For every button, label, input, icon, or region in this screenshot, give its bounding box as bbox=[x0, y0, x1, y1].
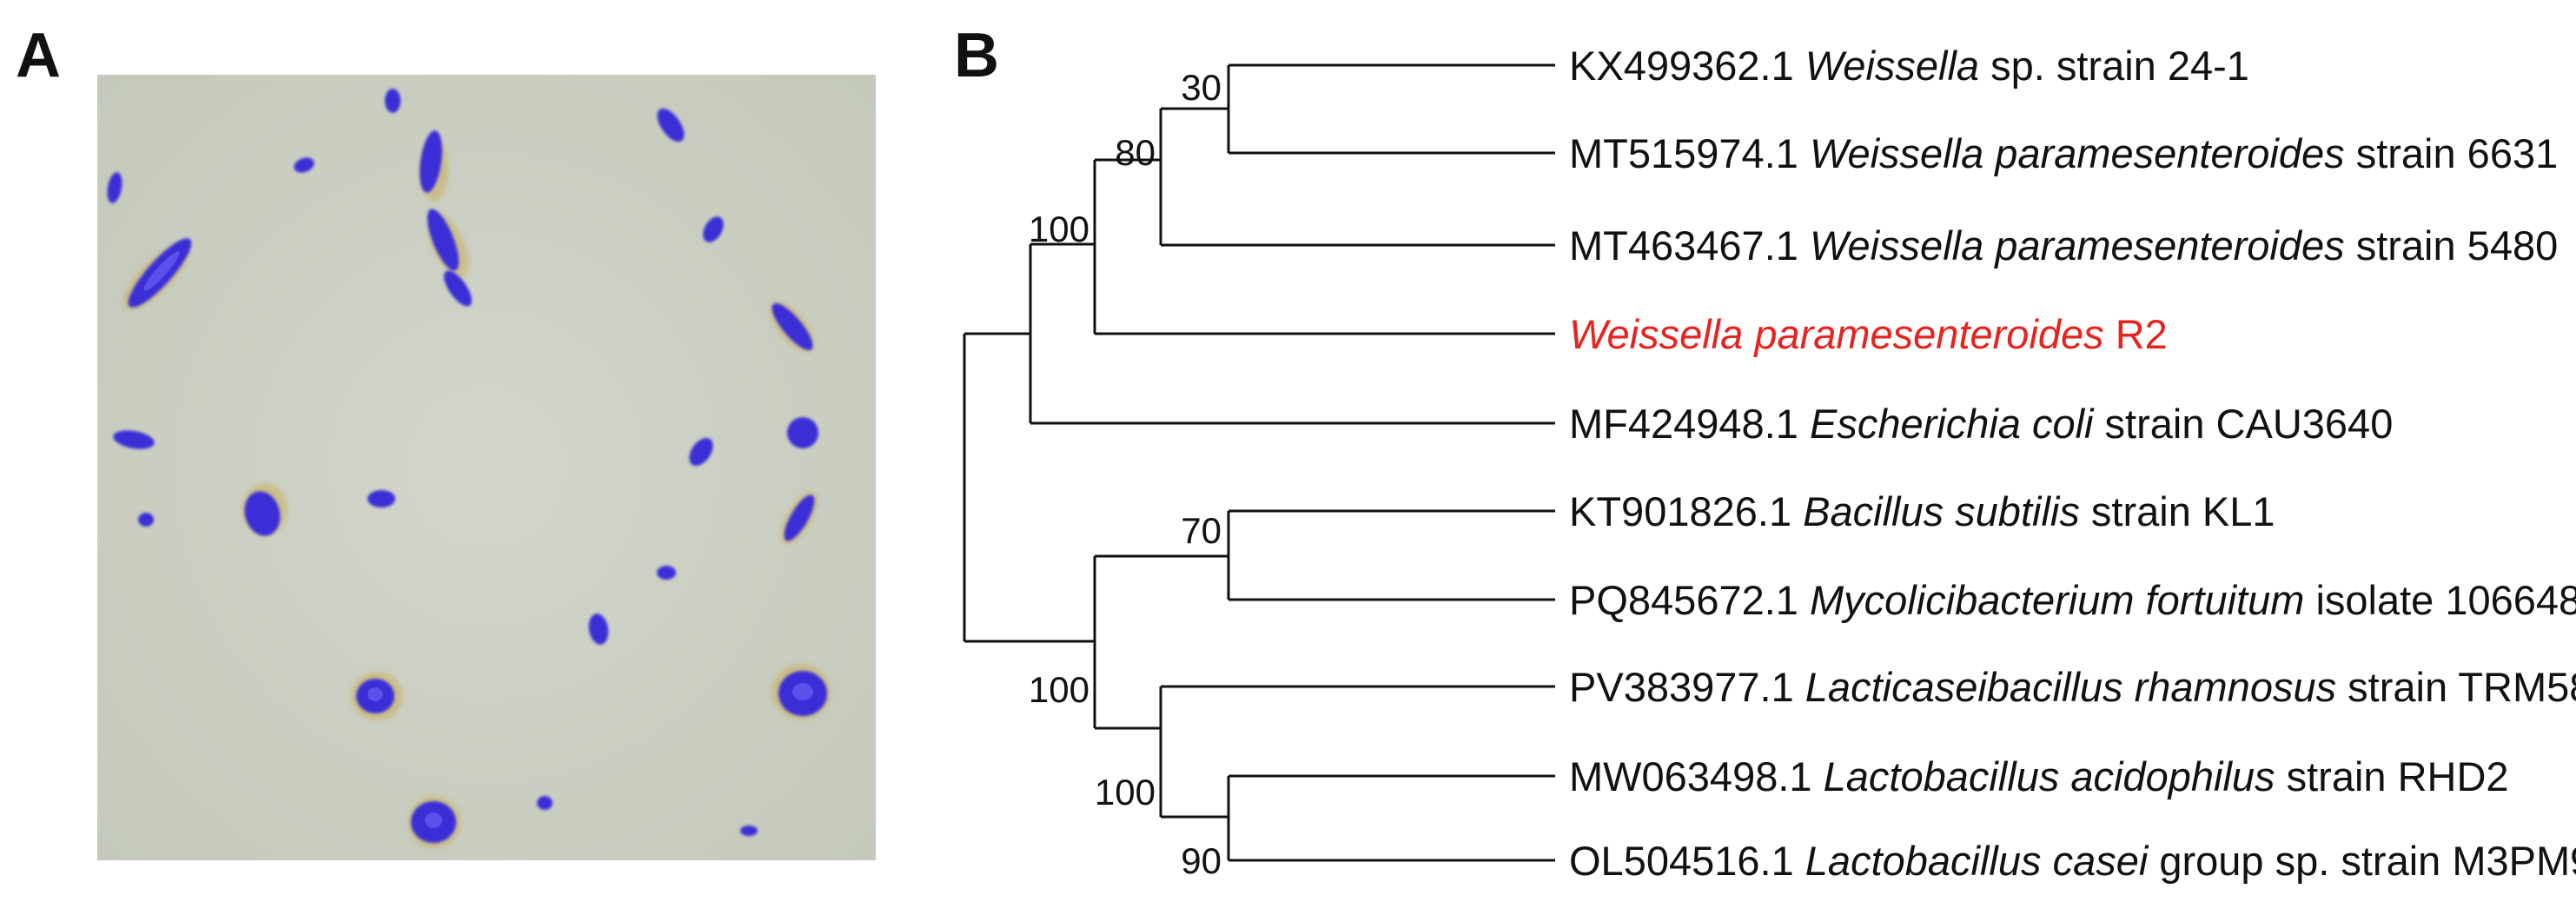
leaf-accession: MW063498.1 bbox=[1569, 753, 1812, 799]
bootstrap-label: 100 bbox=[1029, 209, 1089, 249]
leaf-strain: strain 5480 bbox=[2345, 222, 2559, 269]
leaf-label: MF424948.1 Escherichia coli strain CAU36… bbox=[1569, 401, 2393, 447]
bootstrap-values: 30 80 100 70 100 100 90 bbox=[1029, 67, 1222, 881]
leaf-strain: strain KL1 bbox=[2080, 488, 2275, 534]
leaf-accession: KX499362.1 bbox=[1569, 43, 1794, 89]
leaf-label: OL504516.1 Lactobacillus casei group sp.… bbox=[1569, 838, 2576, 884]
bacteria-cells bbox=[107, 89, 831, 848]
leaf-strain: strain CAU3640 bbox=[2094, 401, 2394, 447]
leaf-accession: PQ845672.1 bbox=[1569, 577, 1798, 623]
leaf-label: MT463467.1 Weissella paramesenteroides s… bbox=[1569, 222, 2558, 269]
bootstrap-label: 70 bbox=[1181, 510, 1222, 551]
phylogenetic-tree: 30 80 100 70 100 100 90 KX499362.1 Weiss… bbox=[963, 43, 2576, 884]
micrograph-image bbox=[97, 75, 876, 860]
leaf-strain: strain 6631 bbox=[2345, 130, 2559, 176]
leaf-species: Bacillus subtilis bbox=[1803, 488, 2080, 534]
leaf-strain: group sp. strain M3PM99 bbox=[2148, 838, 2576, 884]
leaf-species: Weissella paramesenteroides bbox=[1810, 130, 2345, 176]
leaf-labels: KX499362.1 Weissella sp. strain 24-1 MT5… bbox=[1569, 43, 2576, 884]
leaf-accession: MT515974.1 bbox=[1569, 130, 1798, 176]
leaf-species: Lacticaseibacillus rhamnosus bbox=[1805, 664, 2336, 710]
leaf-strain: R2 bbox=[2104, 311, 2168, 357]
leaf-species: Weissella paramesenteroides bbox=[1569, 311, 2104, 357]
leaf-accession: OL504516.1 bbox=[1569, 838, 1794, 884]
leaf-accession: PV383977.1 bbox=[1569, 664, 1794, 710]
panel-label-b: B bbox=[954, 21, 999, 90]
leaf-label: KX499362.1 Weissella sp. strain 24-1 bbox=[1569, 43, 2249, 89]
leaf-strain: isolate 1066485 bbox=[2304, 577, 2576, 623]
bootstrap-label: 100 bbox=[1095, 772, 1156, 813]
leaf-label: MW063498.1 Lactobacillus acidophilus str… bbox=[1569, 753, 2509, 799]
bootstrap-label: 100 bbox=[1029, 669, 1089, 710]
leaf-species: Mycolicibacterium fortuitum bbox=[1810, 577, 2304, 623]
leaf-label: MT515974.1 Weissella paramesenteroides s… bbox=[1569, 130, 2558, 176]
leaf-species: Escherichia coli bbox=[1810, 401, 2095, 447]
leaf-accession: MT463467.1 bbox=[1569, 222, 1798, 269]
leaf-species: Weissella bbox=[1805, 43, 1979, 89]
leaf-accession: MF424948.1 bbox=[1569, 401, 1798, 447]
leaf-label: PV383977.1 Lacticaseibacillus rhamnosus … bbox=[1569, 664, 2576, 710]
leaf-label: KT901826.1 Bacillus subtilis strain KL1 bbox=[1569, 488, 2275, 534]
leaf-species: Lactobacillus acidophilus bbox=[1824, 753, 2275, 799]
micrograph-background bbox=[97, 75, 876, 860]
tree-branches bbox=[963, 63, 1555, 862]
leaf-strain: strain TRM58305 bbox=[2336, 664, 2576, 710]
leaf-strain: strain RHD2 bbox=[2275, 753, 2509, 799]
leaf-label: PQ845672.1 Mycolicibacterium fortuitum i… bbox=[1569, 577, 2576, 623]
leaf-species: Weissella paramesenteroides bbox=[1810, 222, 2345, 269]
leaf-accession: KT901826.1 bbox=[1569, 488, 1791, 534]
leaf-species: Lactobacillus casei bbox=[1805, 838, 2149, 884]
bootstrap-label: 30 bbox=[1181, 67, 1222, 108]
bootstrap-label: 80 bbox=[1115, 132, 1156, 173]
bootstrap-label: 90 bbox=[1181, 840, 1222, 881]
leaf-strain: sp. strain 24-1 bbox=[1979, 43, 2249, 89]
leaf-label-highlighted: Weissella paramesenteroides R2 bbox=[1569, 311, 2168, 357]
panel-label-a: A bbox=[16, 21, 61, 90]
